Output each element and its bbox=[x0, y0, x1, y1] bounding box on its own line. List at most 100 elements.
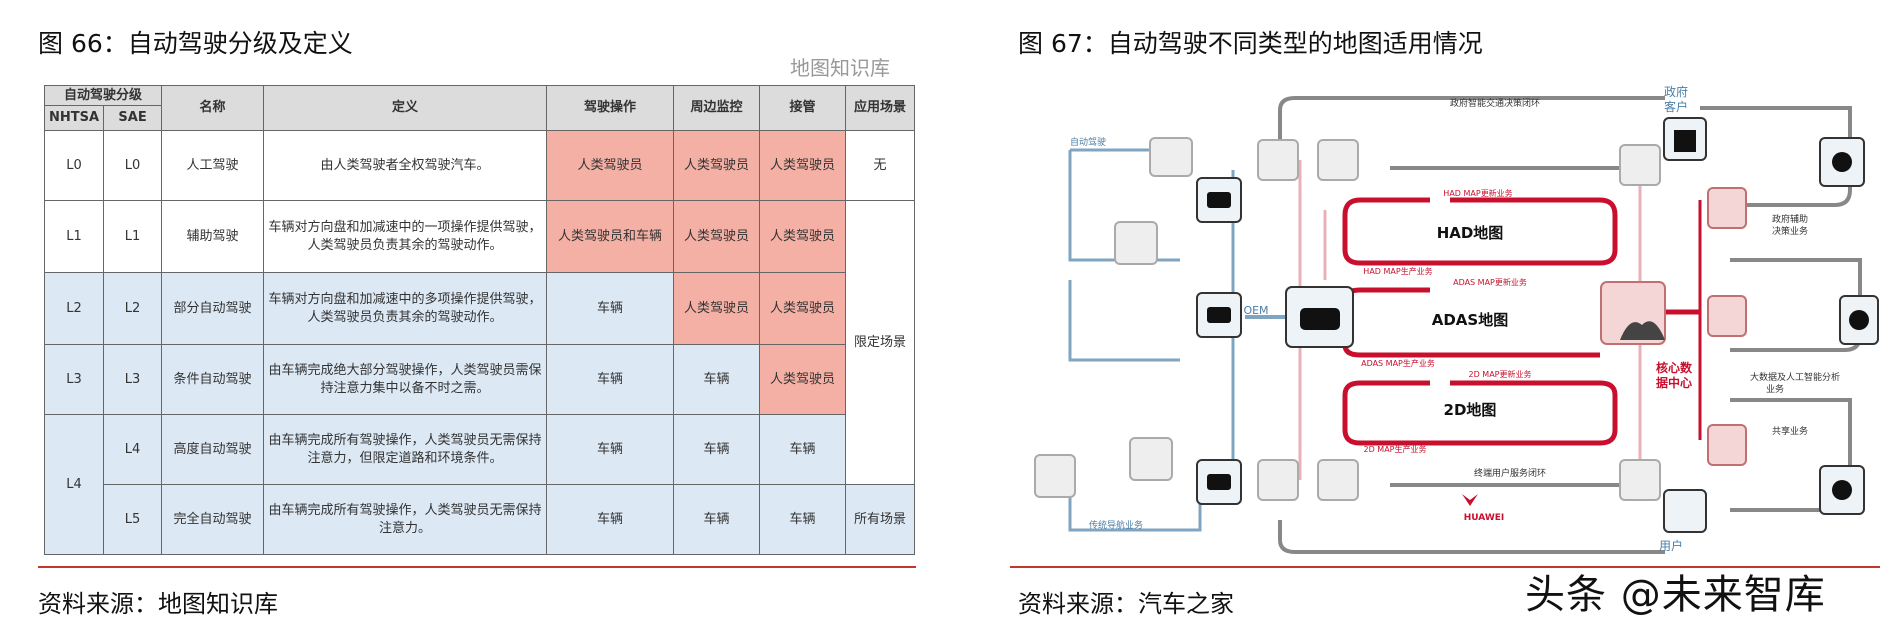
cell: L1 bbox=[103, 200, 163, 273]
header-sae: SAE bbox=[103, 105, 163, 131]
header-nhtsa: NHTSA bbox=[43, 105, 105, 131]
2d-update-label: 2D MAP更新业务 bbox=[1469, 369, 1532, 379]
phone-icon bbox=[1257, 459, 1299, 501]
had-produce-label: HAD MAP生产业务 bbox=[1363, 266, 1432, 276]
2d-map-label: 2D地图 bbox=[1444, 401, 1497, 419]
2d-produce-label: 2D MAP生产业务 bbox=[1364, 444, 1427, 454]
header-group: 自动驾驶分级 bbox=[43, 85, 163, 106]
cell: 人类驾驶员 bbox=[673, 200, 761, 273]
table-row: L2 L2 部分自动驾驶 车辆对方向盘和加减速中的多项操作提供驾驶，人类驾驶员负… bbox=[43, 272, 915, 345]
map-usage-diagram: 政府智能交通决策闭环 终端用户服务闭环 政府辅助 决策业务 大数据及人工智能分析… bbox=[1034, 84, 1879, 554]
steering-wheel-icon bbox=[1149, 137, 1193, 177]
cell: 车辆 bbox=[759, 484, 847, 555]
figure-66-source: 资料来源：地图知识库 bbox=[38, 590, 278, 618]
cell: 车辆 bbox=[673, 414, 761, 485]
cell: 人类驾驶员 bbox=[673, 130, 761, 201]
cell: L1 bbox=[43, 200, 105, 273]
cell: 人类驾驶员 bbox=[759, 272, 847, 345]
autonomy-levels-table: 自动驾驶分级 名称 定义 驾驶操作 周边监控 接管 应用场景 NHTSA SAE… bbox=[43, 85, 916, 555]
cell: L0 bbox=[103, 130, 163, 201]
cell: 人工驾驶 bbox=[161, 130, 265, 201]
table-row: L1 L1 辅助驾驶 车辆对方向盘和加减速中的一项操作提供驾驶，人类驾驶员负责其… bbox=[43, 200, 916, 485]
table-row: L4 L4 高度自动驾驶 由车辆完成所有驾驶操作，人类驾驶员无需保持注意力，但限… bbox=[43, 414, 915, 555]
server-icon bbox=[1619, 144, 1661, 186]
users-icon bbox=[1663, 489, 1707, 533]
cell: 人类驾驶员 bbox=[759, 200, 847, 273]
cell: 人类驾驶员 bbox=[759, 130, 847, 201]
oem-label: OEM bbox=[1243, 304, 1268, 317]
cell: 车辆 bbox=[759, 414, 847, 485]
table-row: L3 L3 条件自动驾驶 由车辆完成绝大部分驾驶操作，人类驾驶员需保持注意力集中… bbox=[43, 344, 915, 415]
header-monitoring: 周边监控 bbox=[673, 85, 761, 131]
cell: L4 bbox=[43, 414, 105, 555]
adas-produce-label: ADAS MAP生产业务 bbox=[1361, 358, 1435, 368]
server-icon bbox=[1619, 459, 1661, 501]
cell: 所有场景 bbox=[845, 484, 916, 555]
divider bbox=[38, 566, 916, 568]
table-watermark: 地图知识库 bbox=[790, 56, 890, 80]
divider bbox=[1010, 566, 1880, 568]
cell: 高度自动驾驶 bbox=[161, 414, 265, 485]
cell: 车辆对方向盘和加减速中的一项操作提供驾驶，人类驾驶员负责其余的驾驶动作。 bbox=[263, 200, 548, 273]
share-biz-label: 共享业务 bbox=[1772, 425, 1808, 437]
traffic-icon bbox=[1257, 139, 1299, 181]
phone-icon bbox=[1317, 459, 1359, 501]
cell: L2 bbox=[43, 272, 105, 345]
cell: 由车辆完成所有驾驶操作，人类驾驶员无需保持注意力。 bbox=[263, 484, 548, 555]
ai-biz-label: 大数据及人工智能分析 bbox=[1750, 371, 1840, 383]
cell: L3 bbox=[43, 344, 105, 415]
cell: 由车辆完成绝大部分驾驶操作，人类驾驶员需保持注意力集中以备不时之需。 bbox=[263, 344, 548, 415]
figure-66-title: 图 66：自动驾驶分级及定义 bbox=[38, 29, 353, 58]
nav-label: 传统导航业务 bbox=[1089, 519, 1143, 531]
had-map-label: HAD地图 bbox=[1437, 224, 1504, 242]
adas-update-label: ADAS MAP更新业务 bbox=[1453, 277, 1527, 287]
cell: 车辆对方向盘和加减速中的多项操作提供驾驶，人类驾驶员负责其余的驾驶动作。 bbox=[263, 272, 548, 345]
watermark: 头条 @未来智库 bbox=[1525, 572, 1826, 618]
cell: 无 bbox=[845, 130, 916, 201]
cell: L3 bbox=[103, 344, 163, 415]
core-data-center-label-2: 据中心 bbox=[1656, 375, 1692, 390]
cell: L2 bbox=[103, 272, 163, 345]
location-pin-icon bbox=[1034, 454, 1076, 498]
cell: 完全自动驾驶 bbox=[161, 484, 265, 555]
huawei-logo-icon bbox=[1462, 494, 1478, 506]
autodrive-label: 自动驾驶 bbox=[1070, 136, 1106, 148]
server-icon bbox=[1707, 295, 1747, 337]
adas-map-label: ADAS地图 bbox=[1432, 311, 1508, 329]
cell: 车辆 bbox=[546, 344, 675, 415]
cell: L0 bbox=[43, 130, 105, 201]
traffic-light-icon bbox=[1317, 139, 1359, 181]
cell: 由车辆完成所有驾驶操作，人类驾驶员无需保持注意力，但限定道路和环境条件。 bbox=[263, 414, 548, 485]
server-icon bbox=[1707, 424, 1747, 466]
road-icon bbox=[1129, 437, 1173, 481]
cell: 限定场景 bbox=[845, 200, 916, 485]
header-name: 名称 bbox=[161, 85, 265, 131]
server-icon bbox=[1707, 187, 1747, 229]
header-takeover: 接管 bbox=[759, 85, 847, 131]
user-loop-label: 终端用户服务闭环 bbox=[1474, 467, 1546, 479]
cell: L4 bbox=[103, 414, 163, 485]
cell: 车辆 bbox=[546, 272, 675, 345]
cell: 人类驾驶员和车辆 bbox=[546, 200, 675, 273]
cell: 人类驾驶员 bbox=[673, 272, 761, 345]
table-row: L0 L0 人工驾驶 由人类驾驶者全权驾驶汽车。 人类驾驶员 人类驾驶员 人类驾… bbox=[43, 130, 916, 201]
header-definition: 定义 bbox=[263, 85, 548, 131]
gov-biz-label-2: 决策业务 bbox=[1772, 225, 1808, 237]
cell: 车辆 bbox=[673, 344, 761, 415]
huawei-logo: HUAWEI bbox=[1464, 513, 1505, 523]
header-driving: 驾驶操作 bbox=[546, 85, 675, 131]
table-row: L5 完全自动驾驶 由车辆完成所有驾驶操作，人类驾驶员无需保持注意力。 车辆 车… bbox=[44, 484, 916, 555]
figure-67-source: 资料来源：汽车之家 bbox=[1018, 590, 1234, 618]
gov-client-label: 政府 bbox=[1664, 84, 1688, 99]
gov-client-label-2: 客户 bbox=[1664, 99, 1688, 114]
had-update-label: HAD MAP更新业务 bbox=[1443, 188, 1512, 198]
gov-biz-label: 政府辅助 bbox=[1772, 213, 1808, 225]
road-icon bbox=[1114, 221, 1158, 265]
cell: 条件自动驾驶 bbox=[161, 344, 265, 415]
cell: 由人类驾驶者全权驾驶汽车。 bbox=[263, 130, 548, 201]
gov-loop-label: 政府智能交通决策闭环 bbox=[1450, 97, 1540, 109]
ai-biz-label-2: 业务 bbox=[1766, 383, 1784, 395]
core-data-center-label: 核心数 bbox=[1656, 360, 1693, 375]
cell: 部分自动驾驶 bbox=[161, 272, 265, 345]
cell: 人类驾驶员 bbox=[759, 344, 847, 415]
